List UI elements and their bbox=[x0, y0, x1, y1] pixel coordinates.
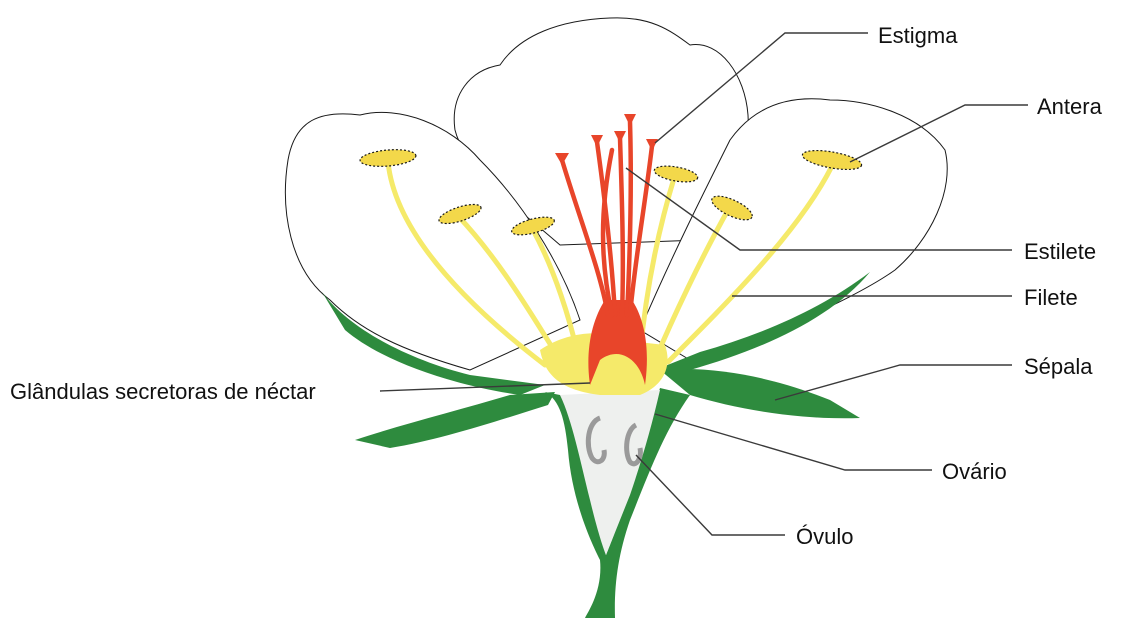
label-antera: Antera bbox=[1037, 96, 1102, 118]
sepal-left bbox=[355, 392, 555, 448]
label-ovario: Ovário bbox=[942, 461, 1007, 483]
leader-ovario bbox=[655, 414, 932, 470]
label-sepala: Sépala bbox=[1024, 356, 1093, 378]
label-filete: Filete bbox=[1024, 287, 1078, 309]
label-glandulas: Glândulas secretoras de néctar bbox=[10, 381, 316, 403]
sepal-right bbox=[660, 369, 860, 418]
label-estigma: Estigma bbox=[878, 25, 957, 47]
label-ovulo: Óvulo bbox=[796, 526, 853, 548]
label-estilete: Estilete bbox=[1024, 241, 1096, 263]
leader-ovulo bbox=[636, 455, 785, 535]
style-3 bbox=[620, 138, 623, 315]
